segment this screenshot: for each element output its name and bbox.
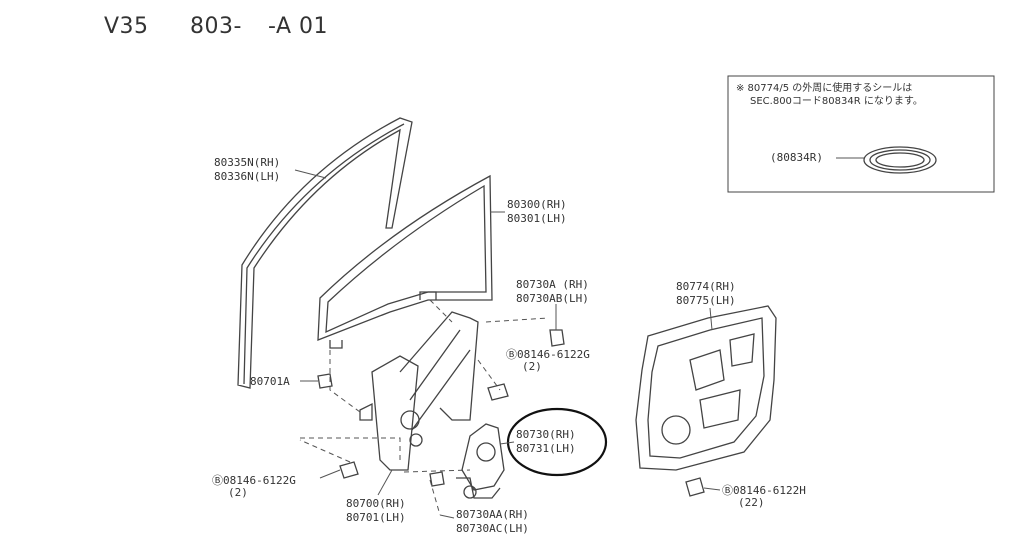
bolt-aa-label-rh: 80730AA(RH) (456, 508, 529, 521)
note-line-2: SEC.800コード80834R になります。 (750, 95, 923, 107)
bolt-6122g-bottom-label: Ⓑ08146-6122G (212, 474, 296, 487)
motor-highlight-circle (506, 407, 608, 477)
bolt-aa-label-lh: 80730AC(LH) (456, 522, 529, 535)
seal-ring-icon (863, 146, 937, 174)
bolt-6122h-qty: (22) (738, 496, 765, 509)
panel-label-rh: 80774(RH) (676, 280, 736, 293)
note-line-1: ※ 80774/5 の外周に使用するシールは (736, 81, 912, 94)
regulator-label-rh: 80700(RH) (346, 497, 406, 510)
bolt-6122g-top-qty: (2) (522, 360, 542, 373)
bolt-a-label-rh: 80730A (RH) (516, 278, 589, 291)
clip-label: 80701A (250, 375, 290, 388)
regulator-motor (456, 423, 505, 499)
section-code: 803- (190, 14, 242, 39)
motor-label-rh: 80730(RH) (516, 428, 576, 441)
bolt-6122g-top-icon (487, 383, 509, 401)
bolt-6122g-bottom-icon (339, 461, 359, 479)
bolt-6122g-bottom-qty: (2) (228, 486, 248, 499)
page-code: -A 01 (268, 14, 328, 39)
sash-label-rh: 80335N(RH) (214, 156, 280, 169)
bolt-a-label-lh: 80730AB(LH) (516, 292, 589, 305)
seal-note-box: ※ 80774/5 の外周に使用するシールは SEC.800コード80834R … (727, 75, 995, 193)
panel-label-lh: 80775(LH) (676, 294, 736, 307)
door-module-panel (635, 305, 777, 471)
door-glass (317, 174, 493, 349)
glass-label-rh: 80300(RH) (507, 198, 567, 211)
bolt-80730aa-icon (429, 471, 445, 487)
clip-80701a-icon (317, 373, 333, 389)
motor-label-lh: 80731(LH) (516, 442, 576, 455)
window-regulator (359, 311, 479, 471)
bolt-6122h-icon (685, 477, 705, 497)
glass-label-lh: 80301(LH) (507, 212, 567, 225)
door-sash (237, 117, 413, 389)
model-code: V35 (104, 14, 149, 39)
regulator-label-lh: 80701(LH) (346, 511, 406, 524)
bolt-80730a-icon (549, 329, 565, 347)
sash-label-lh: 80336N(LH) (214, 170, 280, 183)
bolt-6122h-label: Ⓑ08146-6122H (722, 484, 806, 497)
bolt-6122g-top-label: Ⓑ08146-6122G (506, 348, 590, 361)
seal-label: (80834R) (770, 151, 823, 164)
